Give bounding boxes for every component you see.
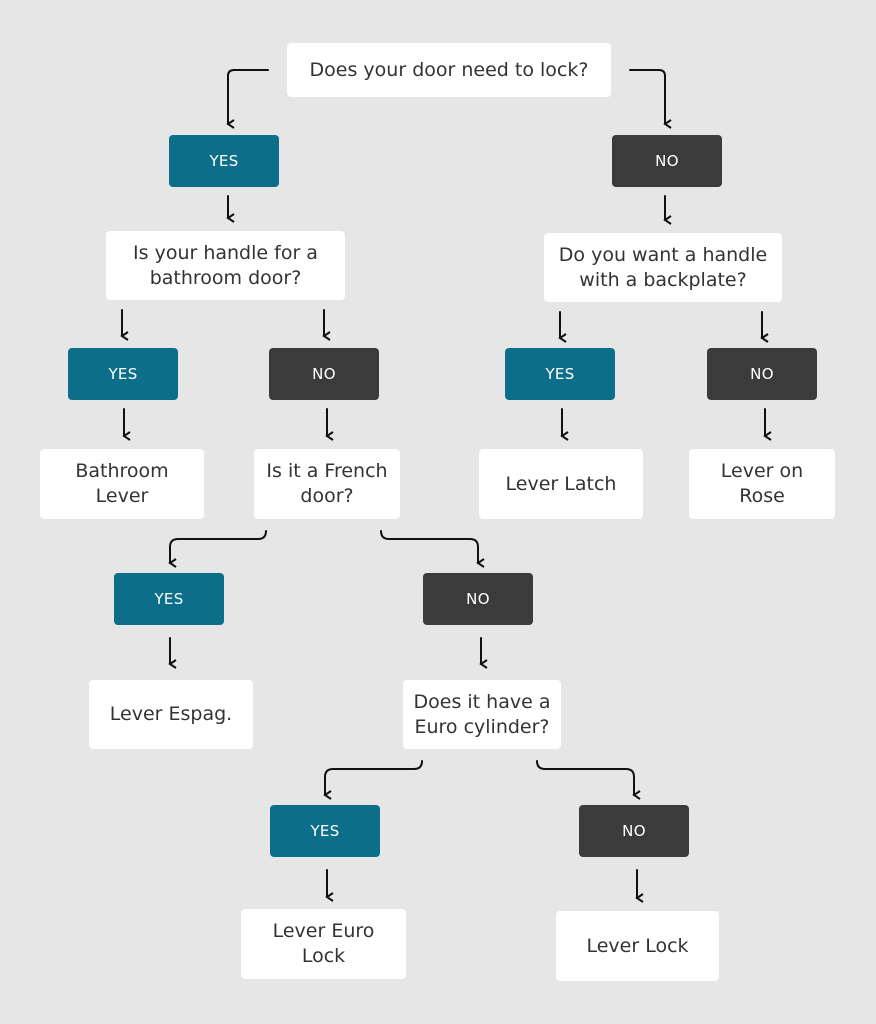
no-badge-bathroom: NO [269, 348, 379, 400]
yes-badge-french: YES [114, 573, 224, 625]
no-badge-french-text: NO [466, 590, 490, 608]
result-bathroom-lever: Bathroom Lever [40, 449, 204, 519]
yes-badge-backplate-text: YES [545, 365, 575, 383]
result-lever-lock-text: Lever Lock [586, 934, 689, 957]
result-lever-espag-text: Lever Espag. [109, 703, 233, 725]
no-badge-french: NO [423, 573, 533, 625]
no-badge-backplate-text: NO [750, 365, 774, 383]
connector-french-no [380, 530, 485, 568]
question-french-door-text: Is it a French door? [266, 460, 388, 507]
question-euro-cylinder-text: Does it have a Euro cylinder? [413, 690, 551, 738]
result-lever-euro-lock: Lever Euro Lock [241, 909, 406, 979]
no-badge-lock: NO [612, 135, 722, 187]
connector-french-yes [168, 530, 267, 568]
no-badge-lock-text: NO [655, 152, 679, 170]
result-lever-espag: Lever Espag. [89, 680, 253, 749]
result-bathroom-lever-text: Bathroom Lever [75, 460, 169, 507]
question-backplate: Do you want a handle with a backplate? [544, 233, 782, 302]
result-lever-on-rose: Lever on Rose [689, 449, 835, 519]
yes-badge-bathroom-text: YES [108, 365, 138, 383]
result-lever-on-rose-text: Lever on Rose [720, 460, 804, 507]
question-bathroom-door: Is your handle for a bathroom door? [106, 231, 345, 300]
yes-badge-euro: YES [270, 805, 380, 857]
yes-badge-euro-text: YES [310, 822, 340, 840]
question-euro-cylinder: Does it have a Euro cylinder? [403, 680, 561, 749]
connector-lock-no [629, 69, 672, 129]
result-lever-euro-lock-text: Lever Euro Lock [272, 920, 375, 967]
yes-badge-french-text: YES [154, 590, 184, 608]
question-door-lock-text: Does your door need to lock? [309, 58, 589, 81]
question-bathroom-door-text: Is your handle for a bathroom door? [133, 241, 318, 289]
result-lever-latch: Lever Latch [479, 449, 643, 519]
no-badge-bathroom-text: NO [312, 365, 336, 383]
result-lever-latch-text: Lever Latch [505, 472, 617, 495]
connector-euro-no [536, 760, 641, 800]
no-badge-backplate: NO [707, 348, 817, 400]
result-lever-lock: Lever Lock [556, 911, 719, 981]
question-french-door: Is it a French door? [254, 449, 400, 519]
no-badge-euro: NO [579, 805, 689, 857]
yes-badge-lock: YES [169, 135, 279, 187]
connector-euro-yes [323, 760, 423, 800]
question-door-lock: Does your door need to lock? [287, 43, 611, 97]
question-backplate-text: Do you want a handle with a backplate? [558, 243, 768, 291]
no-badge-euro-text: NO [622, 822, 646, 840]
yes-badge-bathroom: YES [68, 348, 178, 400]
connector-lock-yes [226, 69, 269, 129]
yes-badge-backplate: YES [505, 348, 615, 400]
yes-badge-lock-text: YES [209, 152, 239, 170]
